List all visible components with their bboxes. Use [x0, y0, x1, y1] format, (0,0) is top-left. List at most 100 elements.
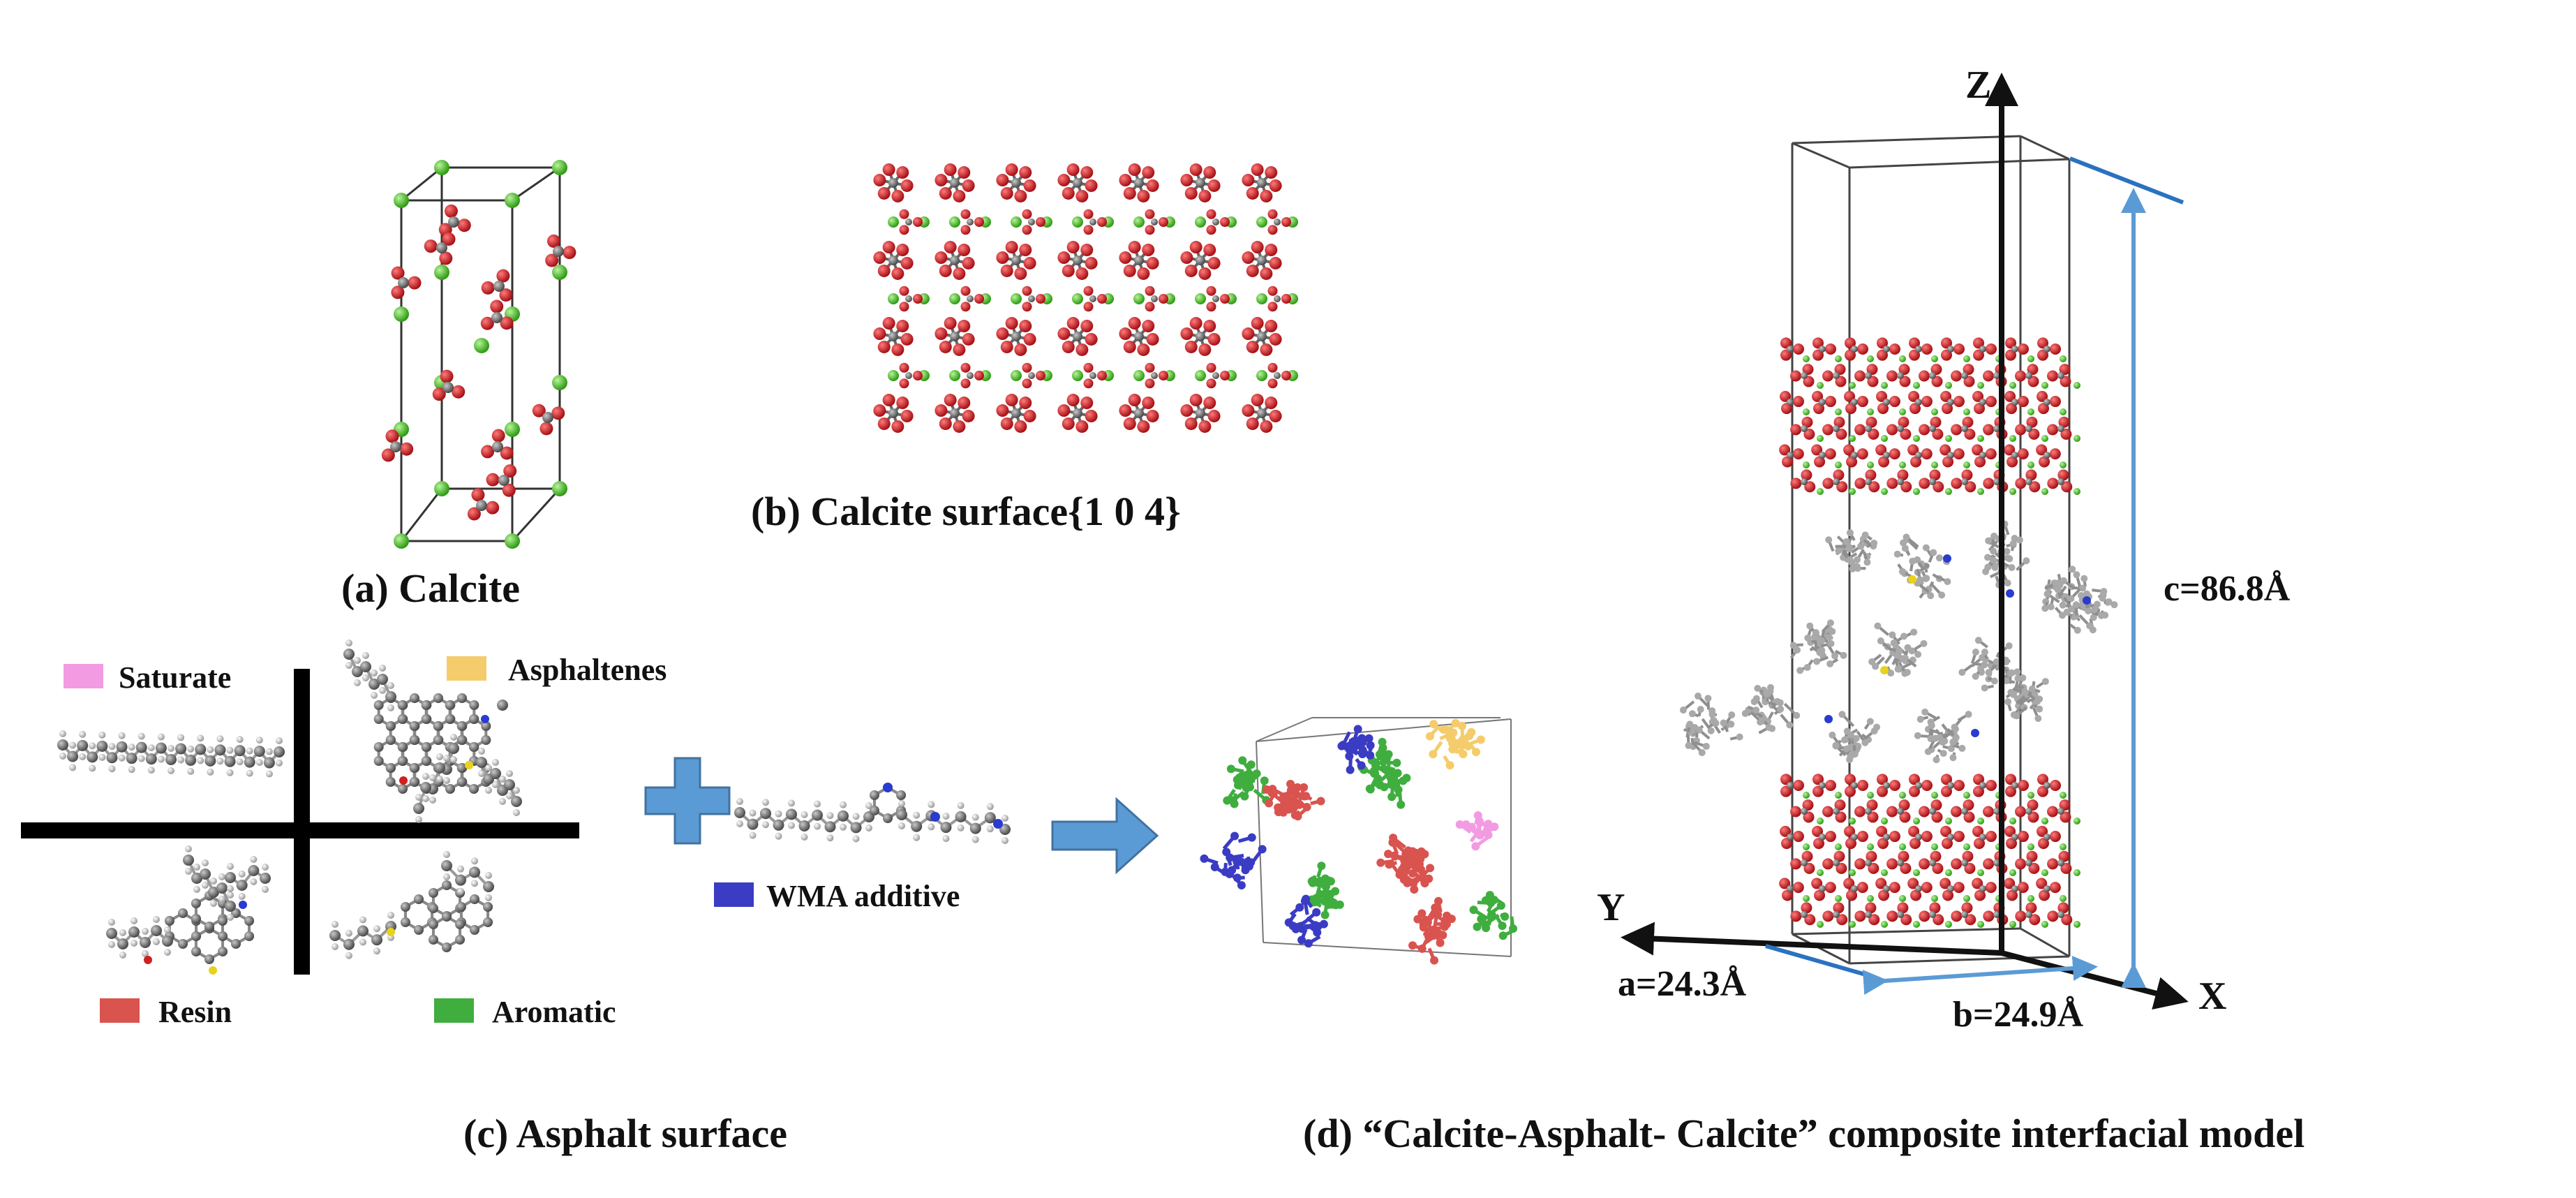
carbon-atom: [1993, 372, 2000, 379]
carbon-atom: [481, 721, 491, 731]
carbon-atom: [204, 922, 214, 931]
oxygen-atom: [486, 473, 500, 487]
calcium-atom: [1945, 818, 1952, 824]
oxygen-atom: [1877, 349, 1888, 361]
oxygen-atom: [2037, 390, 2048, 402]
calcium-atom: [1913, 921, 1920, 928]
calcium-atom: [552, 160, 567, 175]
hydrogen-atom: [373, 947, 380, 955]
calcium-atom: [1835, 895, 1842, 902]
oxygen-atom: [1836, 862, 1847, 874]
oxygen-atom: [2057, 469, 2069, 481]
calcium-atom: [1803, 408, 1810, 415]
oxygen-atom: [1953, 780, 1965, 791]
atom: [1704, 695, 1712, 702]
carbon-atom: [1897, 911, 1904, 918]
hydrogen-atom: [153, 916, 160, 923]
carbon-atom: [428, 903, 438, 913]
carbon-atom: [371, 934, 382, 946]
calcium-atom: [1011, 293, 1022, 304]
oxygen-atom: [1057, 404, 1071, 417]
oxygen-atom: [1933, 914, 1944, 926]
oxygen-atom: [1269, 179, 1282, 192]
hydrogen-atom: [485, 787, 492, 794]
oxygen-atom: [1803, 811, 1815, 823]
oxygen-atom: [1898, 364, 1910, 376]
calcium-atom: [1931, 461, 1938, 468]
atom: [1434, 896, 1443, 905]
oxygen-atom: [1137, 343, 1150, 356]
oxygen-atom: [1790, 424, 1802, 436]
hydrogen-atom: [826, 834, 834, 842]
carbon-atom: [236, 880, 248, 891]
oxygen-atom: [1206, 286, 1216, 296]
oxygen-atom: [1921, 448, 1933, 460]
carbon-atom: [1961, 372, 1968, 379]
oxygen-atom: [1780, 390, 1792, 402]
carbon-atom: [106, 928, 117, 939]
oxygen-atom: [1835, 811, 1847, 823]
oxygen-atom: [1142, 320, 1155, 333]
hydrogen-atom: [1002, 837, 1008, 844]
carbon-atom: [2011, 885, 2018, 892]
hydrogen-atom: [227, 914, 234, 921]
carbon-atom: [1073, 178, 1082, 188]
hydrogen-atom: [492, 759, 499, 766]
hydrogen-atom: [108, 743, 116, 750]
oxygen-atom: [1909, 337, 1920, 349]
oxygen-atom: [1780, 774, 1792, 785]
calcium-atom: [1931, 355, 1938, 362]
y-axis-label: Y: [1597, 886, 1625, 929]
atom: [1398, 865, 1407, 874]
oxygen-atom: [2049, 882, 2061, 894]
oxygen-atom: [891, 267, 904, 280]
oxygen-atom: [1083, 225, 1094, 235]
carbon-atom: [218, 947, 228, 956]
carbon-atom: [1833, 372, 1840, 379]
oxygen-atom: [953, 420, 966, 433]
carbon-atom: [950, 178, 960, 188]
calcium-atom: [2060, 895, 2067, 902]
atom: [1688, 710, 1696, 718]
oxygen-atom: [1889, 882, 1900, 894]
carbon-atom: [128, 926, 140, 938]
oxygen-atom: [960, 209, 971, 219]
atom: [1679, 707, 1687, 714]
calcium-atom: [1945, 488, 1952, 495]
oxygen-atom: [1207, 332, 1221, 346]
carbon-atom: [398, 784, 408, 794]
oxygen-atom: [1793, 343, 1804, 355]
oxygen-atom: [1019, 244, 1032, 257]
oxygen-atom: [939, 417, 952, 430]
carbon-atom: [260, 873, 271, 884]
carbon-atom: [385, 777, 396, 787]
carbon-atom: [469, 700, 479, 710]
sulfur-atom: [387, 928, 395, 936]
oxygen-atom: [1940, 444, 1951, 456]
oxygen-atom: [1265, 166, 1278, 179]
calcium-atom: [2027, 408, 2034, 415]
carbon-atom: [1196, 332, 1205, 341]
oxygen-atom: [1260, 267, 1273, 280]
atom: [2034, 715, 2042, 723]
calcium-atom: [1835, 843, 1842, 850]
hydrogen-atom: [238, 893, 246, 900]
oxygen-atom: [481, 281, 495, 295]
oxygen-atom: [1281, 294, 1291, 304]
oxygen-atom: [1119, 251, 1132, 265]
oxygen-atom: [1780, 825, 1792, 837]
calcium-atom: [1072, 370, 1083, 381]
oxygen-atom: [1146, 179, 1159, 192]
hydrogen-atom: [59, 753, 66, 760]
atom: [2080, 575, 2088, 582]
oxygen-atom: [2027, 799, 2039, 811]
carbon-atom: [553, 246, 564, 257]
oxygen-atom: [1940, 390, 1952, 402]
carbon-atom: [1819, 399, 1826, 406]
oxygen-atom: [1812, 785, 1824, 797]
atom: [1863, 559, 1871, 566]
atom: [1445, 761, 1454, 770]
hydrogen-atom: [265, 748, 273, 755]
oxygen-atom: [1953, 396, 1965, 408]
oxygen-atom: [2047, 478, 2059, 489]
